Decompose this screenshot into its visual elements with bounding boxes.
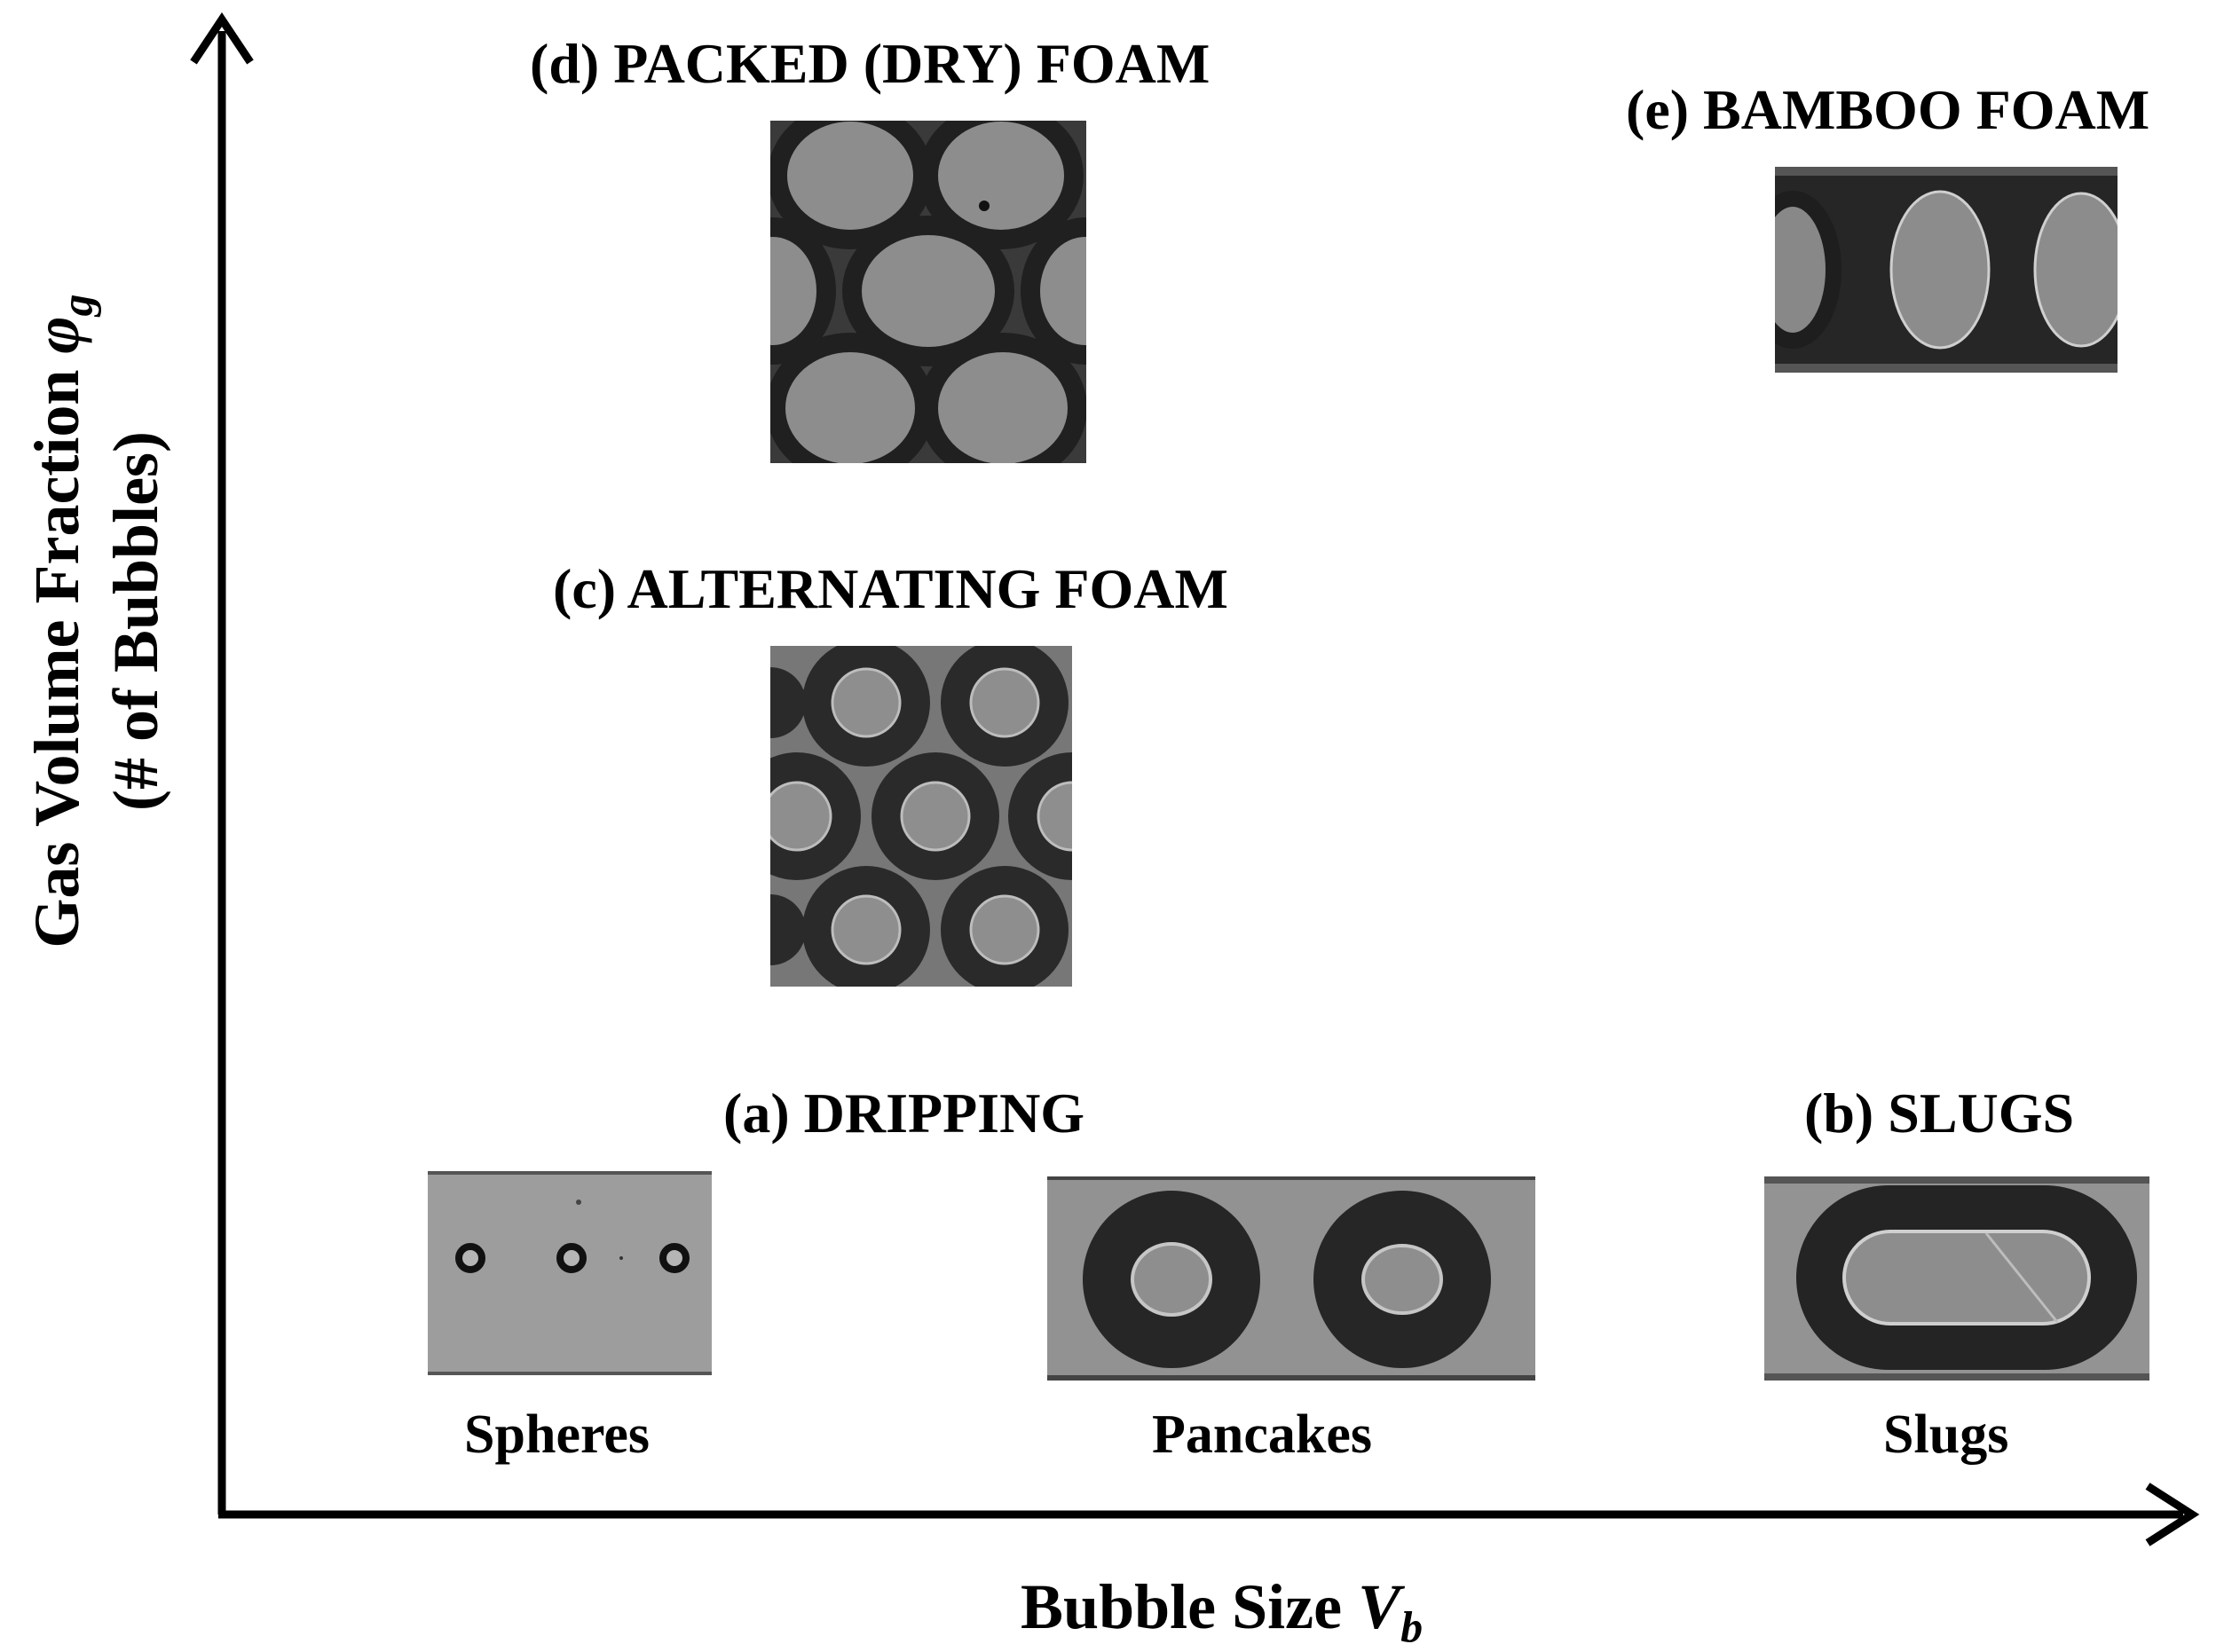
label-packed-foam: (d) PACKED (DRY) FOAM <box>530 35 1210 92</box>
label-alternating-foam: (c) ALTERNATING FOAM <box>553 561 1228 618</box>
x-axis-symbol-sub: b <box>1400 1601 1423 1651</box>
x-axis-label: Bubble Size Vb <box>1021 1570 1423 1652</box>
label-slugs: (b) SLUGS <box>1804 1085 2074 1142</box>
photo-alternating-foam <box>770 646 1072 987</box>
caption-pancakes: Pancakes <box>1152 1407 1372 1462</box>
caption-spheres: Spheres <box>464 1407 650 1462</box>
photo-bamboo-foam <box>1775 167 2118 373</box>
y-axis-symbol: φ <box>21 316 92 353</box>
x-axis-title: Bubble Size <box>1021 1571 1342 1642</box>
y-axis-title: Gas Volume Fraction <box>21 370 92 948</box>
y-axis-subtitle: (# of Bubbles) <box>101 44 171 1198</box>
y-axis-symbol-sub: g <box>51 294 101 316</box>
caption-slugs: Slugs <box>1883 1407 2008 1462</box>
photo-spheres <box>428 1171 712 1375</box>
label-dripping: (a) DRIPPING <box>723 1085 1084 1142</box>
label-bamboo-foam: (e) BAMBOO FOAM <box>1626 82 2149 138</box>
photo-packed-foam <box>770 121 1086 463</box>
photo-pancakes <box>1047 1176 1535 1381</box>
x-axis-symbol: V <box>1358 1571 1400 1642</box>
y-axis-label: Gas Volume Fraction φg (# of Bubbles) <box>22 44 235 1198</box>
photo-slugs <box>1764 1176 2149 1381</box>
